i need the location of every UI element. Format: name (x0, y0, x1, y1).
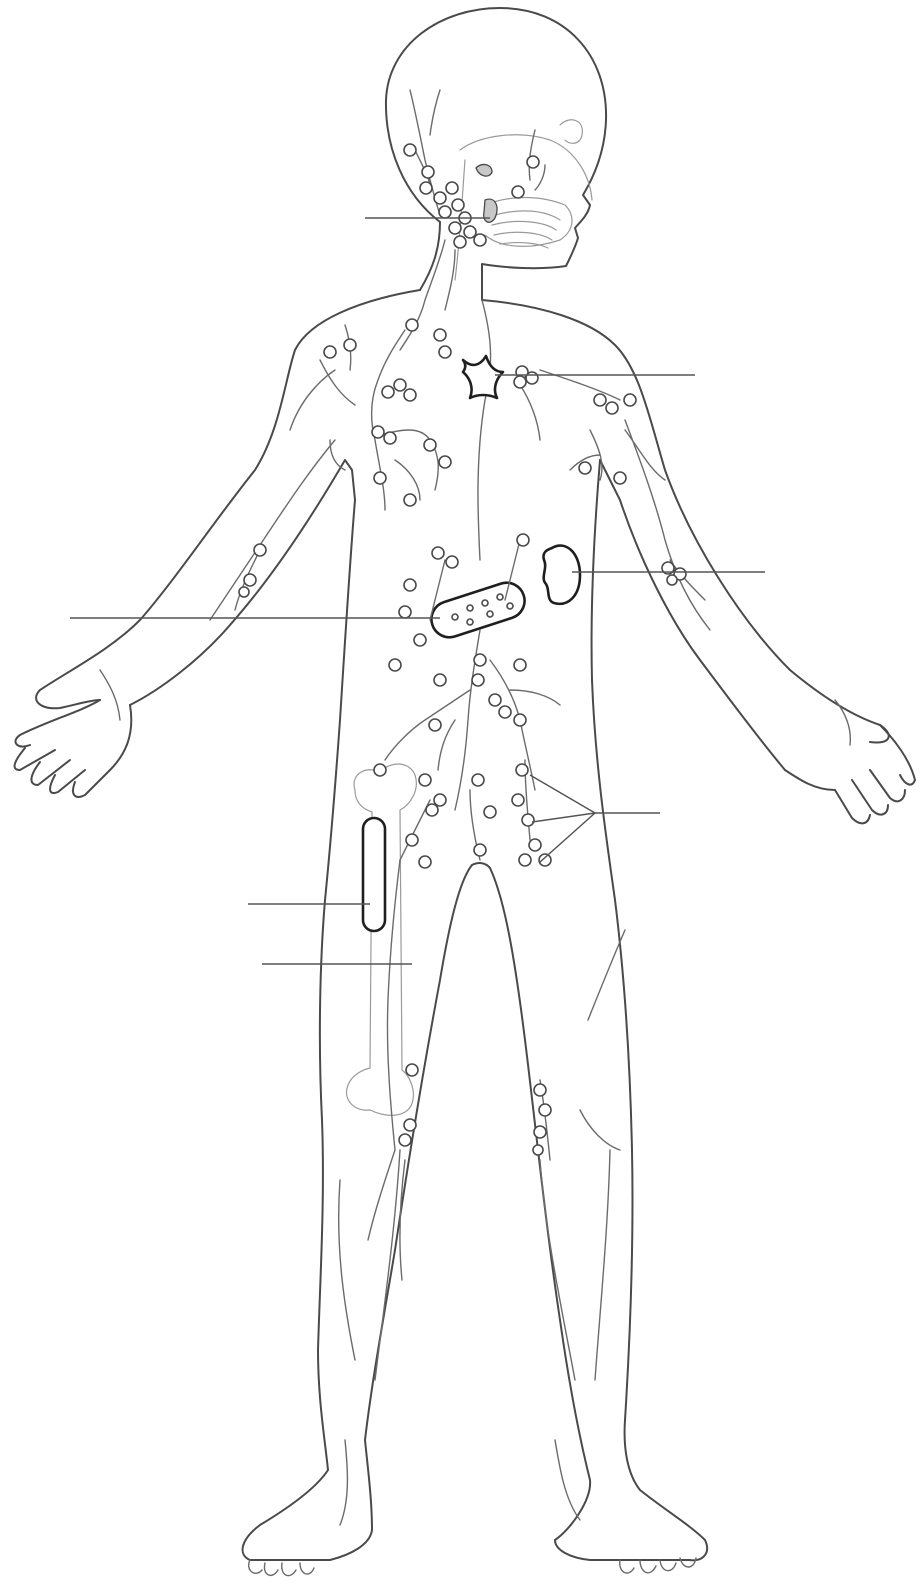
right-leg-inner (490, 868, 590, 1540)
left-arm-inner (130, 460, 355, 705)
left-toes (249, 1560, 314, 1576)
vessel-leaders-extra (588, 930, 625, 1020)
vessel-right-arm (625, 420, 710, 630)
crotch (472, 863, 490, 868)
organs (347, 356, 580, 1115)
torso-left-side (325, 500, 355, 900)
bone-marrow (363, 818, 385, 931)
right-arm-inner (600, 460, 785, 770)
peyers-patch (427, 578, 529, 642)
adenoid (476, 165, 492, 177)
vessel-pelvis (400, 760, 530, 860)
ear (560, 120, 582, 143)
right-leg-outer (555, 900, 707, 1560)
label-leaders (70, 218, 765, 964)
left-leg-inner (365, 865, 472, 1440)
right-arm-outer (482, 300, 889, 743)
lymphatic-vessels (210, 90, 710, 1280)
vessel-neck (400, 240, 455, 350)
left-arm-crease (100, 370, 345, 720)
left-leg-outer (243, 900, 372, 1560)
left-leg-muscle (339, 1150, 400, 1380)
vessel-left-arm (210, 440, 335, 620)
head-outline (386, 8, 606, 300)
palatine-tonsil (484, 199, 497, 222)
sternum-line (478, 300, 491, 560)
shin-lines (340, 1440, 580, 1525)
lymph-nodes (239, 144, 686, 1155)
vessel-head (410, 90, 545, 215)
neck-left (420, 222, 440, 290)
vessel-right-chest (520, 370, 620, 480)
femur-bone (347, 764, 417, 1115)
thymus (463, 356, 503, 398)
left-hand (15, 700, 132, 797)
right-leg-muscle (540, 1150, 610, 1380)
torso-right-side (592, 460, 615, 900)
spleen (543, 546, 580, 604)
right-arm-crease (625, 430, 850, 745)
leader-lymph-nodes (530, 775, 660, 862)
left-arm-outer (36, 290, 420, 708)
